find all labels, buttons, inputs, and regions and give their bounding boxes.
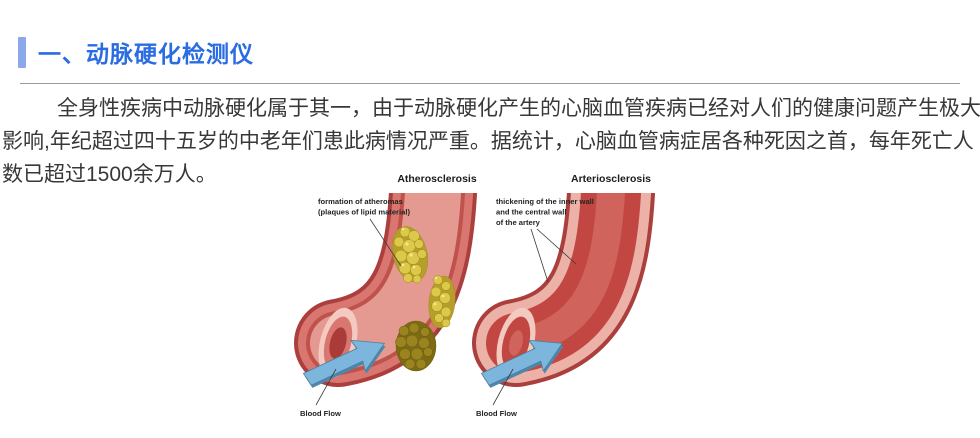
pointer-line (536, 228, 577, 265)
pointer-line (315, 368, 337, 406)
atherosclerosis-artery (294, 165, 477, 388)
blood-flow-arrow-right (480, 339, 564, 388)
heading-accent-bar (18, 36, 26, 68)
blood-flow-label-right: Blood Flow (476, 409, 517, 418)
article-paragraph: 全身性疾病中动脉硬化属于其一，由于动脉硬化产生的心脑血管疾病已经对人们的健康问题… (2, 92, 980, 191)
arteriosclerosis-title: Arteriosclerosis (571, 173, 651, 185)
blood-flow-label-left: Blood Flow (300, 409, 341, 418)
blood-flow-arrow-left (302, 339, 386, 388)
paragraph-line-3: 数已超过1500余万人。 (2, 163, 217, 186)
page-title: 一、动脉硬化检测仪 (38, 41, 254, 67)
paragraph-line-1: 全身性疾病中动脉硬化属于其一，由于动脉硬化产生的心脑血管疾病已经对人们的健康问题… (57, 97, 980, 120)
plaque-cluster-upper (391, 226, 429, 284)
arteriosclerosis-artery (472, 165, 655, 388)
annotation-left: formation of atheromas (plaques of lipid… (318, 197, 410, 217)
top-crop (280, 165, 690, 193)
paragraph-line-2: 影响,年纪超过四十五岁的中老年们患此病情况严重。据统计，心脑血管病症居各种死因之… (2, 130, 974, 153)
artery-illustration: Atherosclerosis Arteriosclerosis formati… (280, 165, 690, 418)
plaque-cluster-right (428, 275, 456, 329)
section-heading: 一、动脉硬化检测仪 (18, 36, 254, 68)
plaque-cluster-lower (395, 320, 437, 372)
divider (20, 83, 960, 84)
pointer-line (530, 228, 549, 283)
pointer-line (492, 368, 514, 406)
annotation-right: thickening of the inner wall and the cen… (496, 197, 596, 227)
pointer-line (369, 218, 402, 267)
atherosclerosis-title: Atherosclerosis (397, 173, 477, 185)
